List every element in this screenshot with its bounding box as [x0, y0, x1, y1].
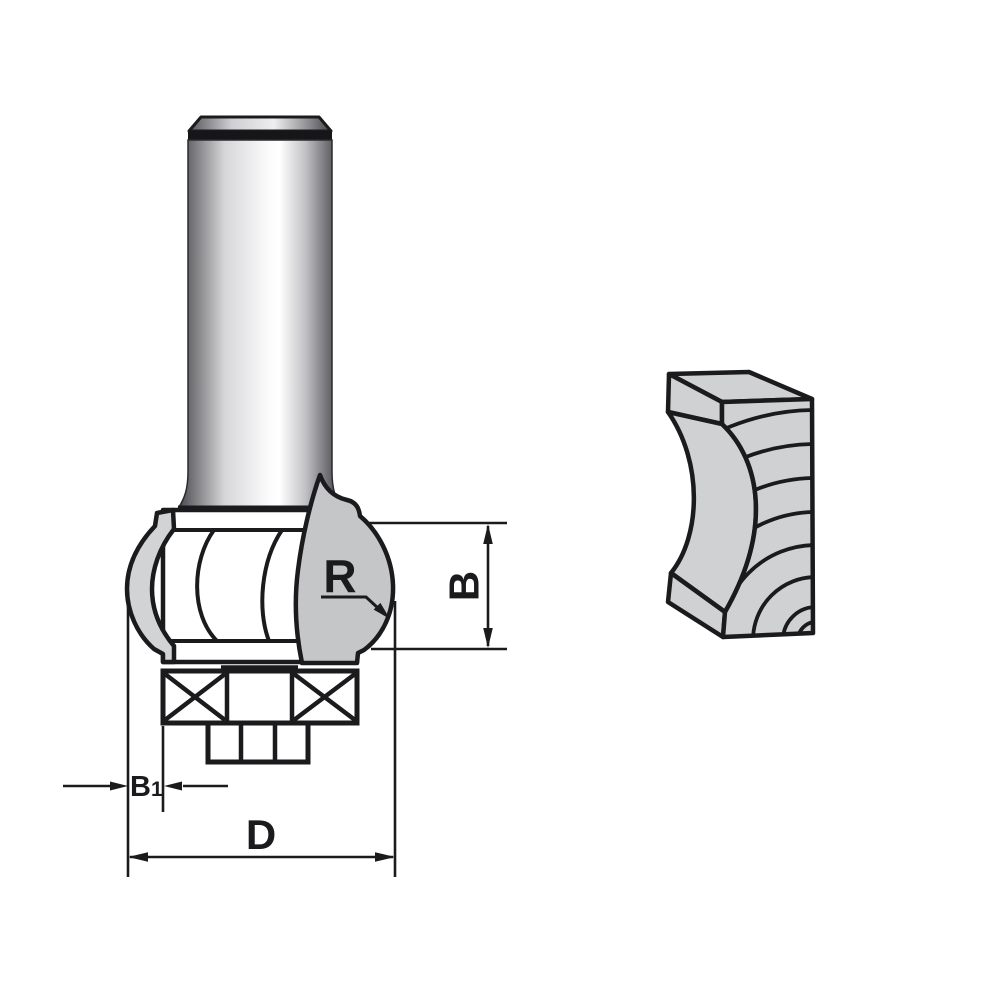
diameter-label: D	[246, 811, 276, 858]
offset-label: B1	[130, 771, 163, 803]
height-label: B	[441, 571, 488, 601]
nut-facet-lines	[238, 723, 278, 762]
radius-callout: R	[321, 550, 390, 619]
pilot-bearing	[160, 668, 360, 726]
profile-curve-right	[260, 528, 284, 642]
shank-body	[177, 139, 343, 508]
shank	[177, 115, 343, 511]
shank-collar-band	[188, 131, 332, 140]
d-arrow-left	[128, 852, 148, 862]
nut-body	[205, 720, 311, 765]
wood-grain-lines	[722, 408, 813, 637]
bearing-right-cross	[292, 672, 357, 722]
arbor-nut	[205, 720, 311, 765]
radius-arrowhead	[373, 602, 390, 619]
cutter-head	[124, 472, 396, 669]
right-flute	[293, 472, 396, 666]
dimension-b1: B1	[63, 726, 228, 812]
d-arrow-right	[375, 852, 395, 862]
left-flute	[124, 507, 177, 665]
radius-label: R	[323, 550, 356, 602]
dimension-b: B	[366, 521, 507, 651]
wood-molding-sample	[665, 369, 816, 640]
b1-arrow-left	[110, 781, 128, 791]
bearing-left-cross	[163, 672, 227, 722]
b-arrow-up	[483, 524, 493, 544]
shank-top-chamfer	[187, 115, 333, 133]
b1-arrow-right	[164, 781, 182, 791]
radius-leader-line	[321, 595, 381, 611]
b-arrow-down	[483, 628, 493, 648]
dimension-d: D	[126, 594, 397, 877]
profile-curve-left	[195, 528, 219, 643]
